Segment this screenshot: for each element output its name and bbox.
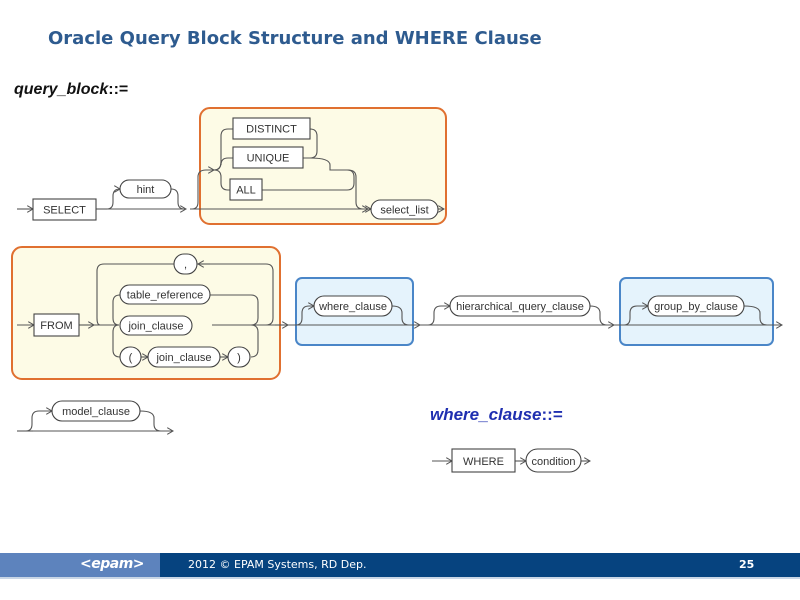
rail-lines — [17, 128, 782, 461]
keyword-unique: UNIQUE — [232, 146, 304, 169]
epam-logo: <epam> — [80, 556, 145, 572]
nonterminal-paren-close-label: ) — [237, 352, 241, 364]
nonterminal-hierarchical-query-clause-label: hierarchical_query_clause — [456, 301, 584, 313]
nonterminal-join-clause: join_clause — [119, 315, 193, 336]
production-name: query_block — [14, 81, 109, 98]
nonterminal-table-reference-label: table_reference — [127, 290, 203, 302]
keyword-select-label: SELECT — [43, 205, 86, 217]
nonterminal-paren-open: ( — [119, 346, 142, 368]
keyword-from: FROM — [33, 313, 80, 337]
keyword-unique-label: UNIQUE — [247, 153, 290, 165]
footer-copyright: 2012 © EPAM Systems, RD Dep. — [188, 558, 367, 571]
keyword-where-label: WHERE — [463, 456, 504, 468]
from-clause-highlight — [11, 246, 281, 380]
keyword-all: ALL — [229, 178, 263, 201]
nonterminal-select-list-label: select_list — [380, 205, 428, 217]
keyword-select: SELECT — [32, 198, 97, 221]
nonterminal-paren-join-clause-label: join_clause — [155, 352, 211, 364]
nonterminal-paren-open-label: ( — [129, 352, 133, 364]
where-clause-production-label: where_clause::= — [430, 405, 563, 425]
footer-divider — [0, 577, 800, 579]
production-symbol: ::= — [108, 81, 129, 98]
nonterminal-condition: condition — [525, 448, 582, 473]
nonterminal-table-reference: table_reference — [119, 284, 211, 305]
nonterminal-comma-label: , — [184, 259, 187, 271]
nonterminal-join-clause-label: join_clause — [127, 321, 183, 333]
footer-bar: <epam> 2012 © EPAM Systems, RD Dep. 25 — [0, 553, 800, 577]
nonterminal-model-clause: model_clause — [51, 400, 141, 422]
nonterminal-hierarchical-query-clause: hierarchical_query_clause — [449, 295, 591, 317]
nonterminal-hint: hint — [119, 179, 172, 199]
nonterminal-select-list: select_list — [370, 199, 439, 220]
keyword-from-label: FROM — [40, 320, 72, 332]
nonterminal-model-clause-label: model_clause — [62, 406, 130, 418]
keyword-where: WHERE — [451, 448, 516, 473]
footer-logo-box: <epam> — [0, 553, 160, 577]
keyword-distinct: DISTINCT — [232, 117, 311, 140]
nonterminal-group-by-clause: group_by_clause — [647, 295, 745, 317]
nonterminal-where-clause-label: where_clause — [318, 301, 387, 313]
nonterminal-comma: , — [173, 253, 198, 275]
query-block-production-label: query_block::= — [14, 81, 128, 99]
nonterminal-group-by-clause-label: group_by_clause — [654, 301, 738, 313]
nonterminal-paren-join-clause: join_clause — [147, 346, 221, 368]
keyword-all-label: ALL — [236, 185, 256, 197]
production-name: where_clause — [430, 405, 542, 424]
production-symbol: ::= — [541, 405, 563, 424]
keyword-distinct-label: DISTINCT — [246, 124, 297, 136]
syntax-diagram: SELECT DISTINCT UNIQUE ALL FROM WHERE hi… — [11, 107, 800, 473]
nonterminal-paren-close: ) — [227, 346, 251, 368]
slide-title: Oracle Query Block Structure and WHERE C… — [48, 28, 542, 49]
nonterminal-where-clause: where_clause — [313, 295, 393, 317]
nonterminal-condition-label: condition — [531, 456, 575, 468]
nonterminal-hint-label: hint — [137, 184, 155, 196]
page-number: 25 — [739, 558, 755, 571]
